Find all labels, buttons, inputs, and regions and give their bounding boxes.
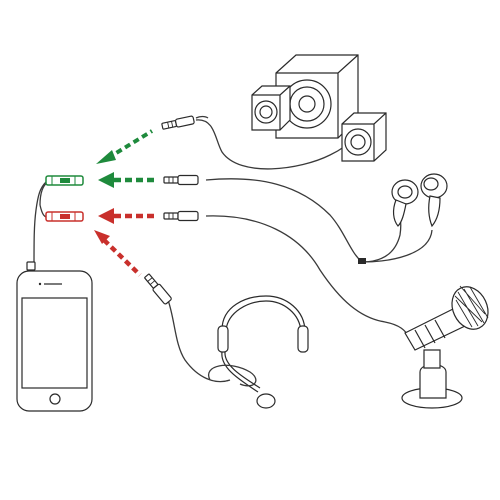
phone-cable (33, 181, 47, 271)
arrow-green-speakers (96, 129, 154, 164)
arrow-red-headset (94, 230, 142, 277)
headset-cable (167, 299, 231, 383)
speaker-cable-end (195, 115, 209, 119)
earphones-icon (358, 173, 448, 264)
arrow-red-microphone (98, 208, 158, 224)
earphones-cable-right (361, 229, 433, 263)
microphone-cable (205, 215, 411, 339)
headset-jack-icon (144, 273, 172, 305)
green-port (45, 175, 84, 186)
earphones-jack-icon (163, 174, 199, 186)
speakers-jack-icon (161, 115, 195, 130)
arrow-green-earphones (98, 172, 158, 188)
arrows (94, 129, 158, 277)
splitter (45, 175, 84, 222)
red-port (45, 211, 84, 222)
earphones-cable (205, 178, 402, 263)
speaker-system-icon (251, 54, 387, 162)
microphone-jack-icon (163, 210, 199, 222)
desktop-microphone-icon (401, 285, 489, 409)
headset-icon (207, 295, 309, 409)
smartphone-icon (16, 261, 93, 412)
jacks (144, 115, 199, 305)
